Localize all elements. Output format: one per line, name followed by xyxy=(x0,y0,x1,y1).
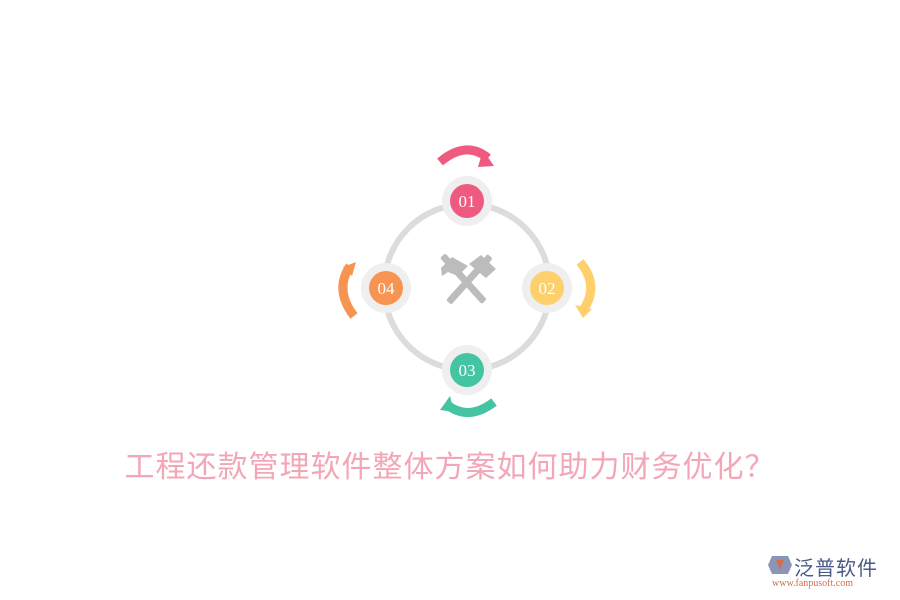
page-title: 工程还款管理软件整体方案如何助力财务优化？ xyxy=(124,450,776,485)
arrow-left-icon xyxy=(338,262,358,319)
node-02-label: 02 xyxy=(539,279,556,298)
node-03: 03 xyxy=(442,345,492,395)
logo-mark-icon xyxy=(768,556,792,574)
logo-name: 泛普软件 xyxy=(794,556,878,580)
arrow-top-icon xyxy=(437,145,494,167)
node-01: 01 xyxy=(442,176,492,226)
node-03-label: 03 xyxy=(459,361,476,380)
arrow-bottom-icon xyxy=(440,396,497,417)
node-01-label: 01 xyxy=(459,192,476,211)
brand-logo: 泛普软件 www.fanpusoft.com xyxy=(766,552,896,596)
node-02: 02 xyxy=(522,263,572,313)
node-04: 04 xyxy=(361,263,411,313)
hammer-crossed-icon xyxy=(440,254,496,304)
arrow-right-icon xyxy=(575,259,596,318)
logo-url: www.fanpusoft.com xyxy=(772,578,854,589)
node-04-label: 04 xyxy=(378,279,396,298)
